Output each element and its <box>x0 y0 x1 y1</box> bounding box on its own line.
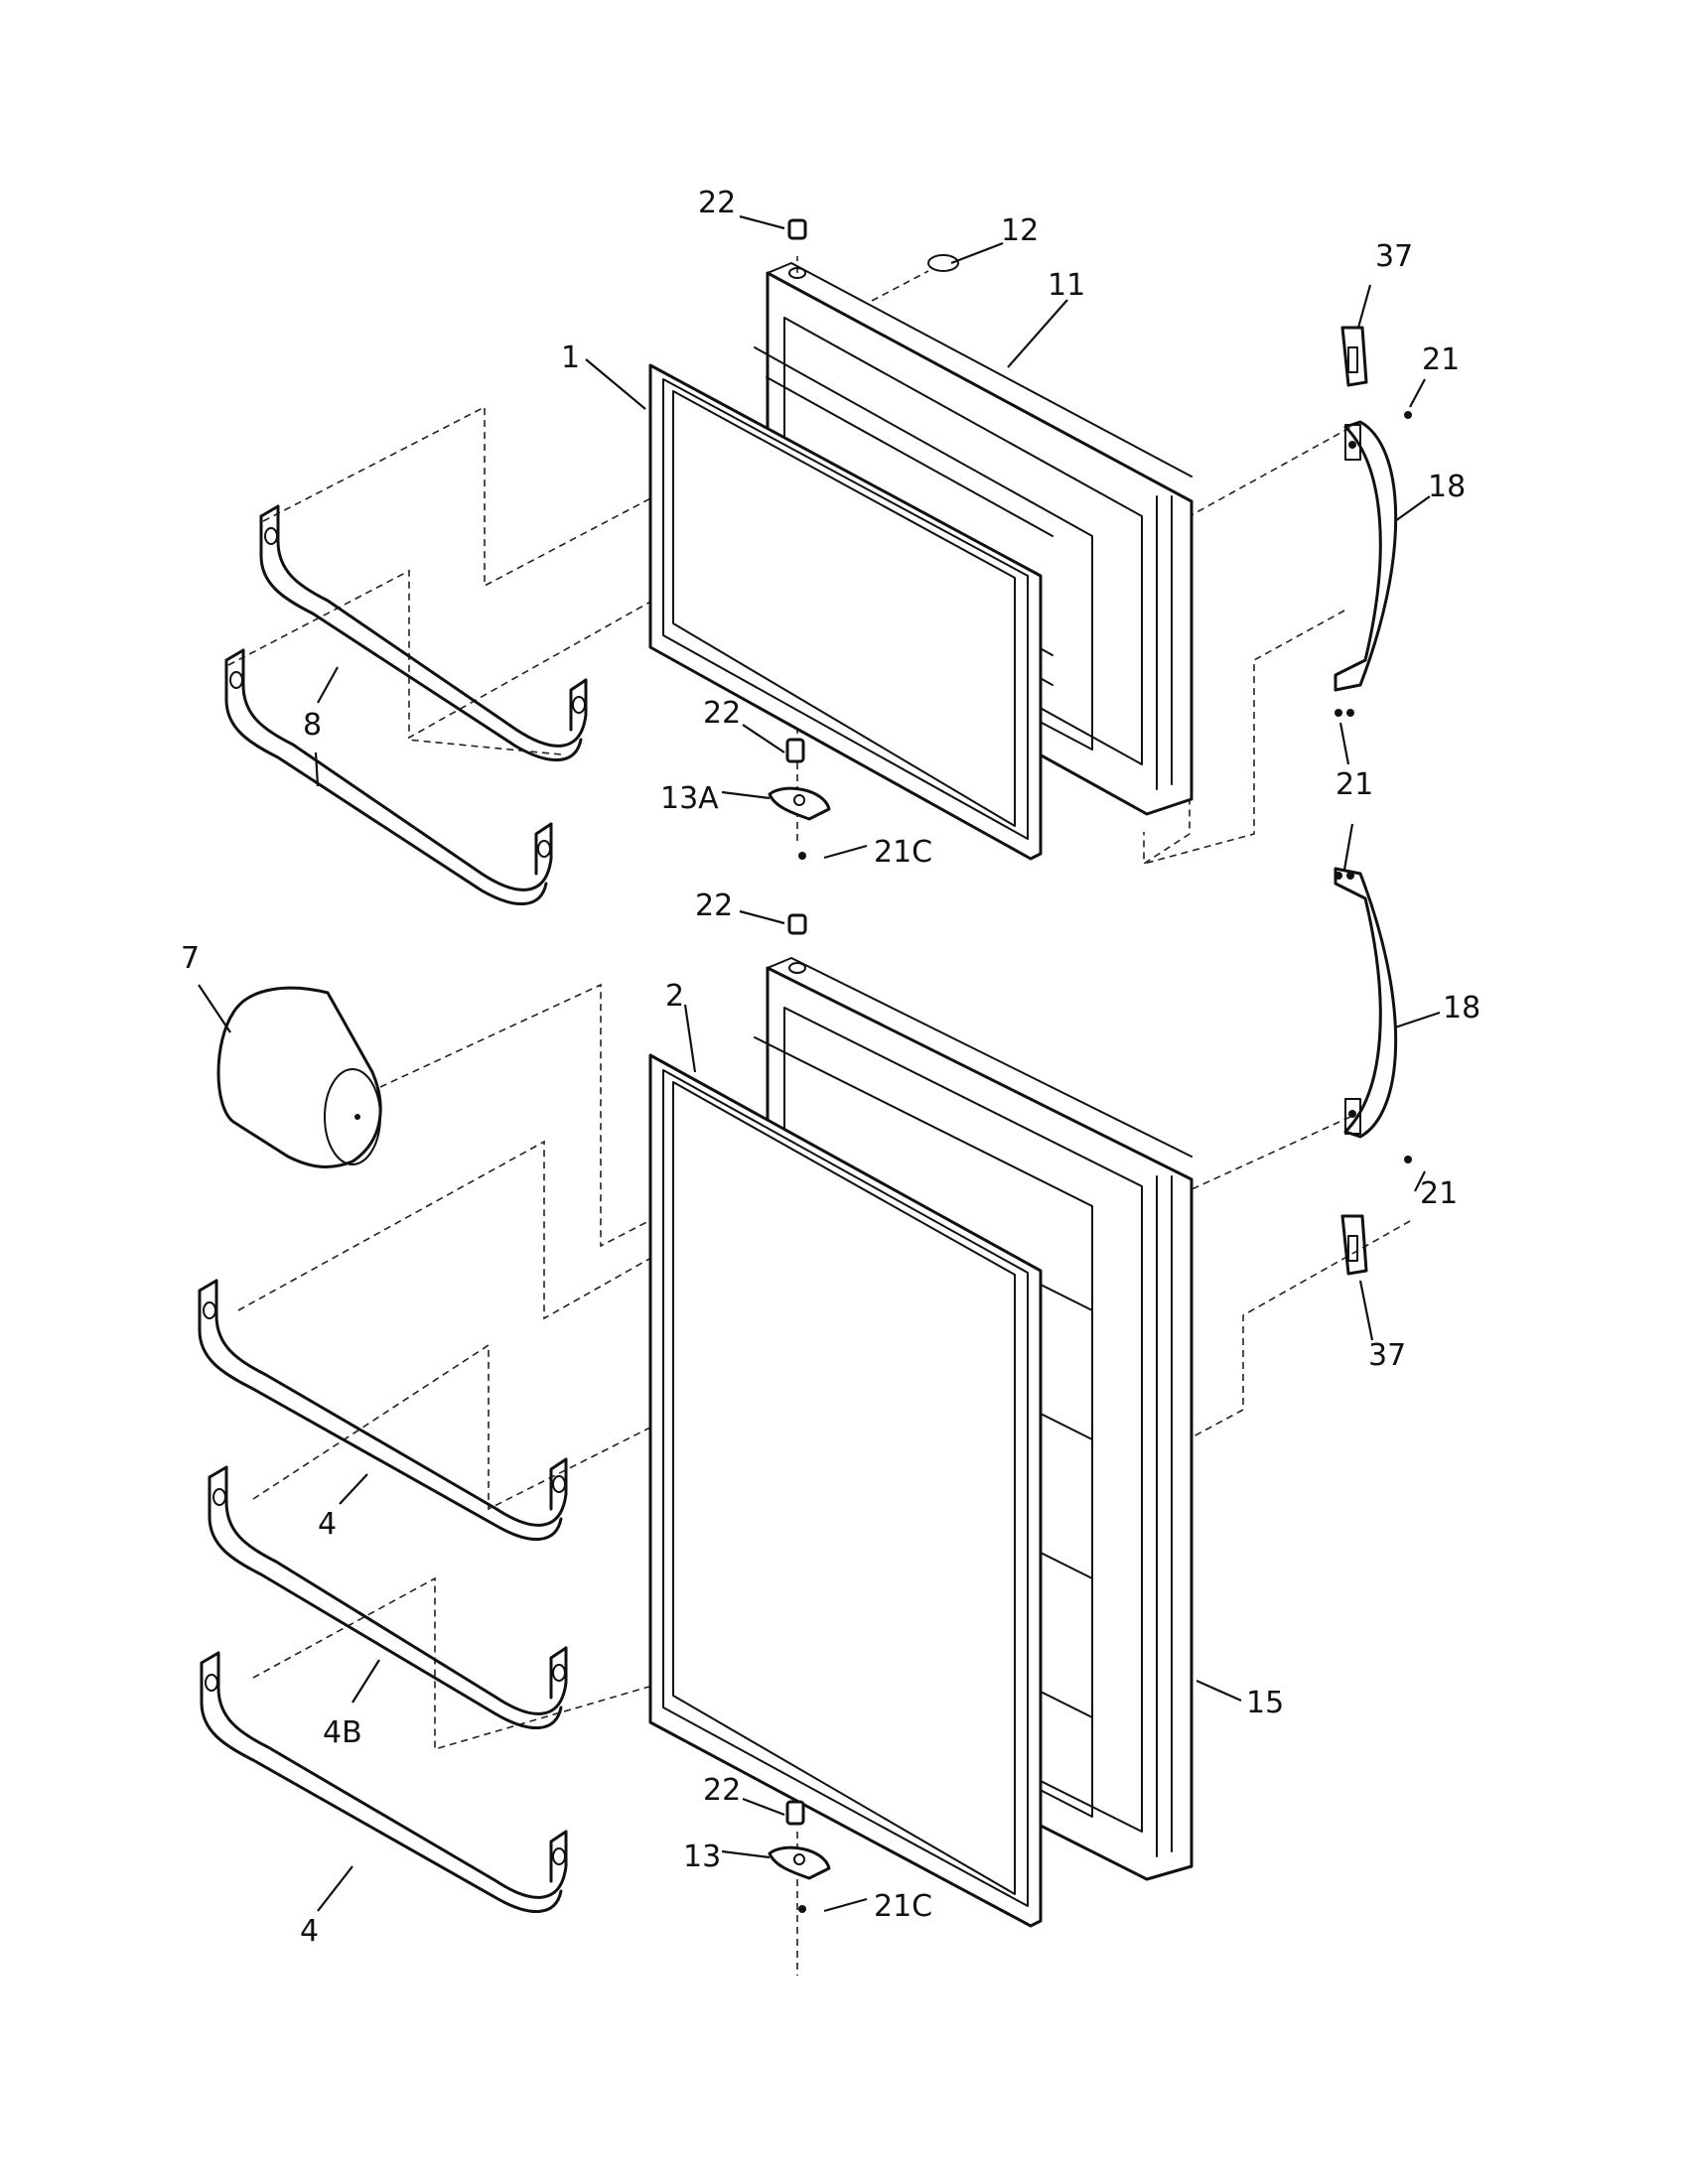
fresh-food-door-gasket <box>648 1053 1043 1928</box>
callout-21-middle: 21 <box>1336 767 1373 802</box>
shelf-bar-upper-2 <box>224 648 553 905</box>
callout-13: 13 <box>683 1840 721 1874</box>
callout-18-lower: 18 <box>1443 991 1480 1025</box>
callout-12: 12 <box>1001 213 1039 248</box>
callout-21c-lower: 21C <box>874 1889 932 1924</box>
callout-15: 15 <box>1246 1686 1284 1720</box>
shelf-bar-upper-1 <box>259 504 588 761</box>
callout-4b: 4B <box>323 1715 362 1750</box>
fresh-food-handle <box>1334 867 1398 1139</box>
callout-22-top: 22 <box>698 186 736 220</box>
callout-7: 7 <box>181 941 200 976</box>
door-plug <box>927 254 959 272</box>
screws <box>798 411 1412 1913</box>
leader-lines <box>198 214 1441 1913</box>
callout-22-bottom: 22 <box>703 1773 741 1808</box>
shelf-bar-lower-2 <box>208 1465 568 1729</box>
callout-18-upper: 18 <box>1428 470 1466 504</box>
callout-11: 11 <box>1048 268 1085 303</box>
callout-13a: 13A <box>660 781 719 816</box>
callout-21c-upper: 21C <box>874 835 932 870</box>
callout-21-top: 21 <box>1422 342 1460 377</box>
callout-8: 8 <box>303 708 322 743</box>
callout-37-bottom: 37 <box>1368 1338 1406 1373</box>
callout-2: 2 <box>665 979 684 1014</box>
dairy-bin <box>216 986 382 1168</box>
callout-1: 1 <box>561 341 580 375</box>
callout-22-upper-bottom: 22 <box>703 696 741 731</box>
callout-22-lower-top: 22 <box>695 888 733 923</box>
freezer-handle <box>1334 420 1398 692</box>
hinge-bushings <box>785 218 807 1826</box>
callout-21-bottom: 21 <box>1420 1176 1458 1211</box>
callout-4-lower: 4 <box>300 1914 319 1949</box>
freezer-door-gasket <box>648 363 1043 861</box>
callout-37-top: 37 <box>1375 239 1413 274</box>
hinge-brackets <box>768 786 831 1880</box>
freezer-handle-cover <box>1340 326 1368 387</box>
shelf-bar-lower-1 <box>198 1279 568 1541</box>
callout-4-upper: 4 <box>318 1507 337 1542</box>
fresh-food-handle-cover <box>1340 1214 1368 1276</box>
callout-labels: 1 2 4 4B 4 7 8 11 12 13 13A 15 18 18 21 … <box>181 186 1480 1949</box>
shelf-bar-lower-3 <box>200 1651 568 1913</box>
